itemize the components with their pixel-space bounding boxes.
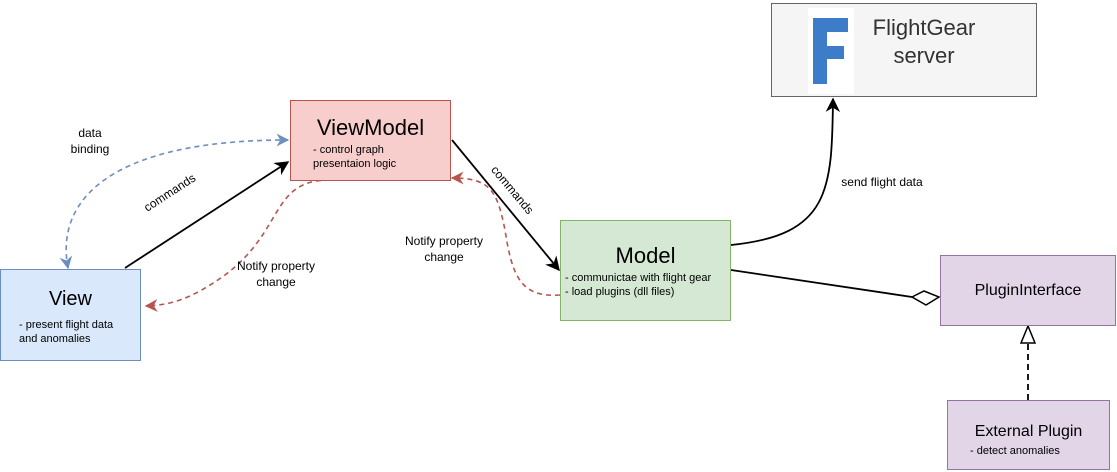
label-data-binding: data binding bbox=[70, 126, 110, 156]
edge-commands-view-viewmodel bbox=[124, 161, 290, 269]
edge-data-binding bbox=[59, 133, 290, 270]
external-plugin-node: External Plugin - detect anomalies bbox=[947, 400, 1110, 470]
label-notify-model-viewmodel: Notify property change bbox=[404, 234, 484, 264]
label-send-flight-data: send flight data bbox=[841, 175, 923, 189]
aggregation-diamond bbox=[910, 290, 941, 306]
model-title: Model bbox=[615, 243, 676, 268]
edge-notify-model-viewmodel bbox=[450, 171, 561, 296]
edge-commands-viewmodel-model bbox=[451, 139, 560, 272]
flightgear-title: FlightGear server bbox=[872, 15, 976, 68]
flightgear-logo-icon bbox=[808, 8, 854, 94]
plugin-interface-title: PluginInterface bbox=[974, 282, 1082, 299]
edge-aggregation-model-plugininterface bbox=[730, 269, 913, 298]
plugin-interface-node: PluginInterface bbox=[940, 255, 1116, 326]
external-plugin-desc: - detect anomalies bbox=[970, 445, 1060, 457]
realization-triangle bbox=[1019, 324, 1037, 344]
edge-notify-viewmodel-view bbox=[144, 179, 331, 312]
label-notify-viewmodel-view: Notify property change bbox=[236, 259, 316, 289]
model-desc: - communictae with flight gear - load pl… bbox=[565, 272, 712, 298]
model-node: Model - communictae with flight gear - l… bbox=[560, 220, 731, 321]
viewmodel-node: ViewModel - control graph presentaion lo… bbox=[290, 100, 451, 181]
edge-send-flight-data bbox=[730, 97, 841, 246]
viewmodel-title: ViewModel bbox=[316, 115, 425, 140]
view-title: View bbox=[49, 288, 92, 310]
viewmodel-desc: - control graph presentaion logic bbox=[313, 144, 397, 170]
view-desc: - present flight data and anomalies bbox=[19, 319, 114, 345]
external-plugin-title: External Plugin bbox=[974, 423, 1083, 440]
view-node: View - present flight data and anomalies bbox=[0, 269, 141, 361]
